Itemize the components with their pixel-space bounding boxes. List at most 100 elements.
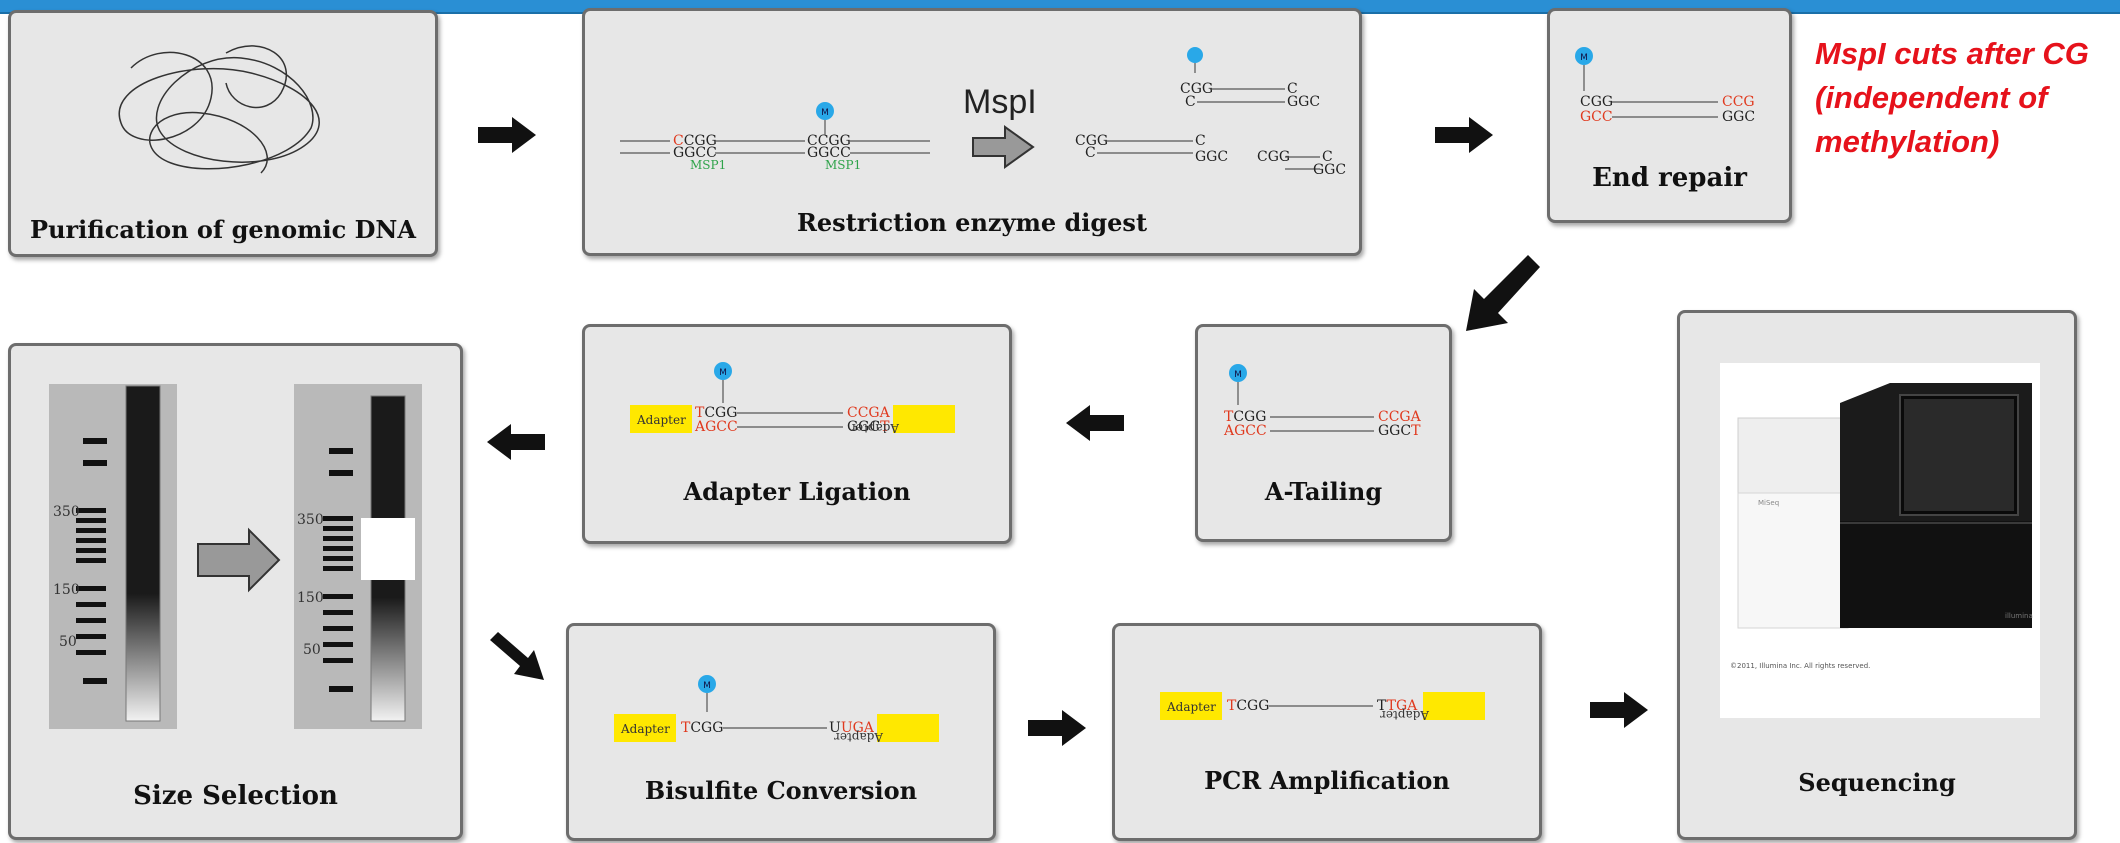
gel-right-tick-50: 50 [303,642,321,658]
excised-band [361,518,415,580]
panel-sequencing: MiSeq illumina ©2011, Illumina Inc. All … [1677,310,2077,840]
methyl-marker-icon [1229,364,1247,382]
a-tailing-diagram: M TCGG AGCC CCGA GGCT [1223,364,1422,439]
panel-bisulfite: M Adapter TCGG UUGA Adapter Bisulfite Co… [566,623,996,841]
sequencing-label: Sequencing [1798,768,1956,797]
adapter-right-box [877,714,939,742]
svg-text:UUGA: UUGA [829,720,875,736]
methyl-marker-icon [816,102,834,120]
annotation-line-3: methylation) [1815,124,2000,159]
frag-a-top: CGG [1180,81,1213,97]
a-tailing-bottom-left: AGCC [1223,423,1267,439]
svg-text:TCGG: TCGG [695,405,737,421]
msp1-site-label-left: MSP1 [690,158,726,172]
adapter-left-box [1160,692,1222,720]
gel-left-tick-150: 150 [53,582,80,598]
frag-b-top: CGG [1075,133,1108,149]
panel-end-repair: M CGG GCC CCG GGC End repair [1547,8,1792,223]
gel-left-tick-350: 350 [53,504,80,520]
end-repair-bottom-right: GGC [1722,109,1755,125]
gel-left-tick-50: 50 [59,634,77,650]
svg-text:M: M [1580,53,1588,63]
mspi-annotation: MspI cuts after CG (independent of methy… [1815,32,2115,164]
adapter-left-label: Adapter [620,722,670,736]
adapter-right-label: Adapter [1380,708,1430,722]
frag-a-bottom-end: GGC [1287,94,1320,110]
adapter-ligation-label: Adapter Ligation [683,477,911,506]
adapter-left-label: Adapter [1166,700,1216,714]
arrow-right-icon [478,117,536,153]
arrow-right-icon [1028,710,1086,746]
size-selection-label: Size Selection [133,781,338,811]
svg-text:CCGG: CCGG [673,133,717,149]
ligation-top-right: CCGA [847,405,891,421]
seq-bottom-mid: GGCC [807,145,851,161]
methyl-marker-icon [698,675,716,693]
svg-text:M: M [821,108,829,118]
svg-text:TCGG: TCGG [681,720,723,736]
digest-arrow-icon [972,125,1035,169]
panel-restriction-digest: CCGG GGCC MSP1 CCGG GGCC MSP1 M CGG C C … [582,8,1362,256]
a-tailing-label: A-Tailing [1264,477,1383,506]
arrow-down-right-icon [490,632,544,680]
panel-adapter-ligation: M Adapter TCGG AGCC CCGA GGCT Adapter Ad… [582,324,1012,544]
mspi-enzyme-label: MspI [963,83,1037,121]
arrow-right-icon [1435,117,1493,153]
svg-text:MiSeq: MiSeq [1758,499,1779,507]
purification-label: Purification of genomic DNA [30,215,416,244]
arrow-left-icon [1066,405,1124,441]
sequencer-image: MiSeq illumina ©2011, Illumina Inc. All … [1720,363,2040,718]
svg-text:illumina: illumina [2005,612,2033,620]
pcr-label: PCR Amplification [1204,766,1450,795]
gel-left-lane [125,385,161,722]
ligation-bottom-left: AGCC [694,419,738,435]
seq-top-left: CGG [684,133,717,149]
gel-right-ladder [323,448,353,692]
adapter-right-box [893,405,955,433]
frag-b-bottom: C [1085,145,1096,161]
adapter-left-box [630,405,692,433]
gel-right-tick-350: 350 [297,512,324,528]
size-select-arrow-icon [197,527,281,593]
end-repair-top-right: CCG [1722,94,1755,110]
panel-purification: Purification of genomic DNA [8,10,438,257]
bisulfite-diagram: M Adapter TCGG UUGA Adapter [614,675,939,744]
frag-c-bottom-end: GGC [1313,162,1346,178]
svg-text:TTGA: TTGA [1377,698,1418,714]
annotation-line-1: MspI cuts after CG [1815,36,2089,71]
seq-top-mid: CCGG [807,133,851,149]
digest-diagram: CCGG GGCC MSP1 CCGG GGCC MSP1 M CGG C C … [620,47,1346,178]
adapter-right-label: Adapter [834,730,884,744]
svg-text:M: M [1234,370,1242,380]
svg-text:TCGG: TCGG [1224,409,1266,425]
adapter-left-label: Adapter [636,413,686,427]
frag-b-top-end: C [1195,133,1206,149]
svg-text:GGCT: GGCT [847,419,890,435]
panel-a-tailing: M TCGG AGCC CCGA GGCT A-Tailing [1195,324,1452,542]
gel-right-tick-150: 150 [297,590,324,606]
frag-b-bottom-end: GGC [1195,149,1228,165]
methyl-marker-icon [1575,47,1593,65]
frag-c-top: CGG [1257,149,1290,165]
end-repair-label: End repair [1592,163,1747,193]
frag-a-top-end: C [1287,81,1298,97]
arrow-right-icon [1590,692,1648,728]
digest-label: Restriction enzyme digest [796,208,1148,237]
adapter-ligation-diagram: M Adapter TCGG AGCC CCGA GGCT Adapter [630,362,955,435]
end-repair-top-left: CGG [1580,94,1613,110]
panel-pcr: Adapter TCGG TTGA Adapter PCR Amplificat… [1112,623,1542,841]
a-tailing-top-right: CCGA [1378,409,1422,425]
sequencer-machine-icon: MiSeq illumina ©2011, Illumina Inc. All … [1730,383,2033,670]
panel-size-selection: 350 150 50 350 150 50 Size Selection [8,343,463,840]
svg-text:M: M [703,681,711,691]
methyl-marker-icon [714,362,732,380]
end-repair-bottom-left: GCC [1580,109,1613,125]
svg-text:GGCT: GGCT [1378,423,1421,439]
frag-c-top-end: C [1322,149,1333,165]
copyright-caption: ©2011, Illumina Inc. All rights reserved… [1730,662,1870,670]
svg-text:TCGG: TCGG [1227,698,1269,714]
end-repair-diagram: M CGG GCC CCG GGC [1575,47,1755,125]
gel-left-ladder [76,438,107,684]
annotation-line-2: (independent of [1815,80,2048,115]
frag-a-bottom: C [1185,94,1196,110]
